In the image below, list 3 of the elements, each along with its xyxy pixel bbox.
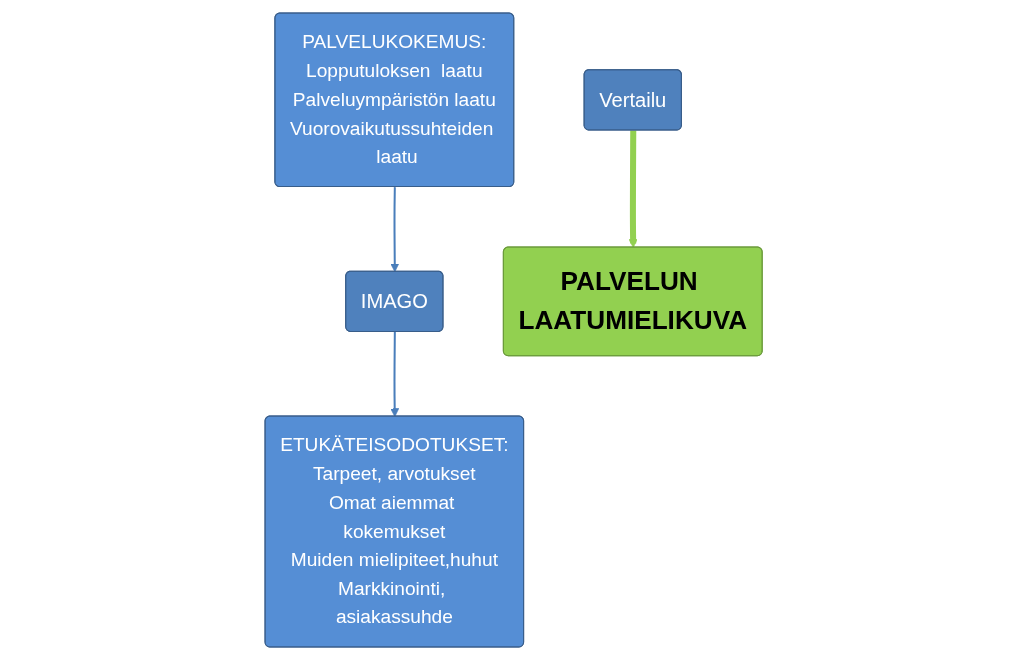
arrow — [390, 332, 400, 417]
arrow — [390, 187, 400, 273]
arrow — [629, 130, 638, 248]
